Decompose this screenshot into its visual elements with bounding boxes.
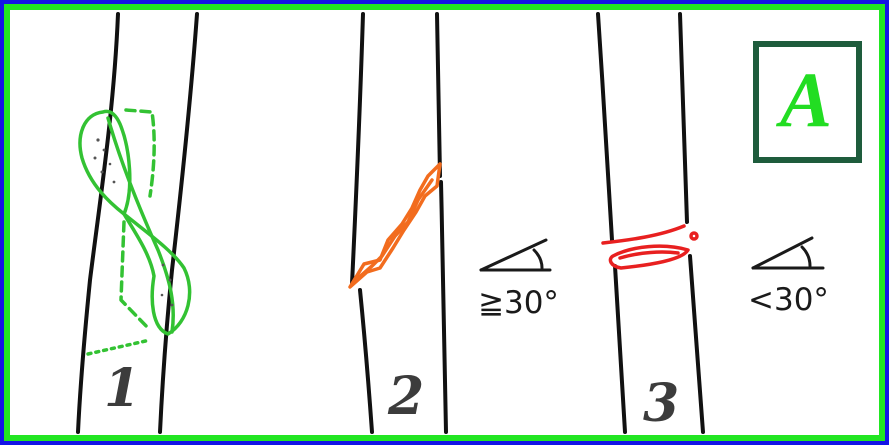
bone-3 xyxy=(596,12,705,434)
angle-lt-30-symbol xyxy=(751,236,825,270)
bone-3-left-edge-lower xyxy=(613,264,627,434)
bone-3-right-edge-lower xyxy=(688,254,705,434)
fracture-1-number: 1 xyxy=(104,358,140,419)
spiral-dashed-back-lower xyxy=(119,220,152,332)
transverse-fracture-chip xyxy=(689,231,699,241)
bone-3-left-edge-upper xyxy=(596,12,614,242)
angle-ge-30-label: ≧30° xyxy=(478,285,559,321)
bone-1-left-edge xyxy=(76,12,120,434)
fracture-3-number: 3 xyxy=(643,373,679,434)
oblique-fracture-zigzag xyxy=(354,178,434,282)
spiral-stipple xyxy=(93,138,174,307)
angle-ge-30-arc xyxy=(532,248,544,270)
transverse-fracture-fragment xyxy=(608,244,690,270)
transverse-fracture-inner xyxy=(618,250,680,260)
bone-2-right-edge-upper xyxy=(435,12,442,178)
spiral-dashed-base xyxy=(86,338,152,356)
oblique-fracture-outline xyxy=(348,162,442,289)
angle-ge-30-symbol xyxy=(479,238,552,272)
panel-letter-box xyxy=(753,41,862,163)
bone-2 xyxy=(350,12,448,434)
fracture-2-number: 2 xyxy=(387,366,424,427)
bone-2-left-edge-lower xyxy=(358,288,374,434)
angle-lt-30-ray xyxy=(751,236,814,270)
bone-3-right-edge-upper xyxy=(678,12,689,224)
spiral-dashed-back-upper xyxy=(124,108,156,198)
spiral-lower-loop xyxy=(122,212,192,336)
oblique-fracture xyxy=(348,162,442,289)
angle-ge-30-ray xyxy=(479,238,548,272)
panel-letter: A xyxy=(775,56,832,143)
transverse-fracture xyxy=(601,224,699,270)
angle-lt-30-label: <30° xyxy=(748,282,829,318)
bone-2-right-edge-lower xyxy=(439,180,448,434)
transverse-fracture-line xyxy=(601,224,686,245)
bone-2-left-edge-upper xyxy=(350,12,365,286)
angle-lt-30-arc xyxy=(800,245,812,268)
